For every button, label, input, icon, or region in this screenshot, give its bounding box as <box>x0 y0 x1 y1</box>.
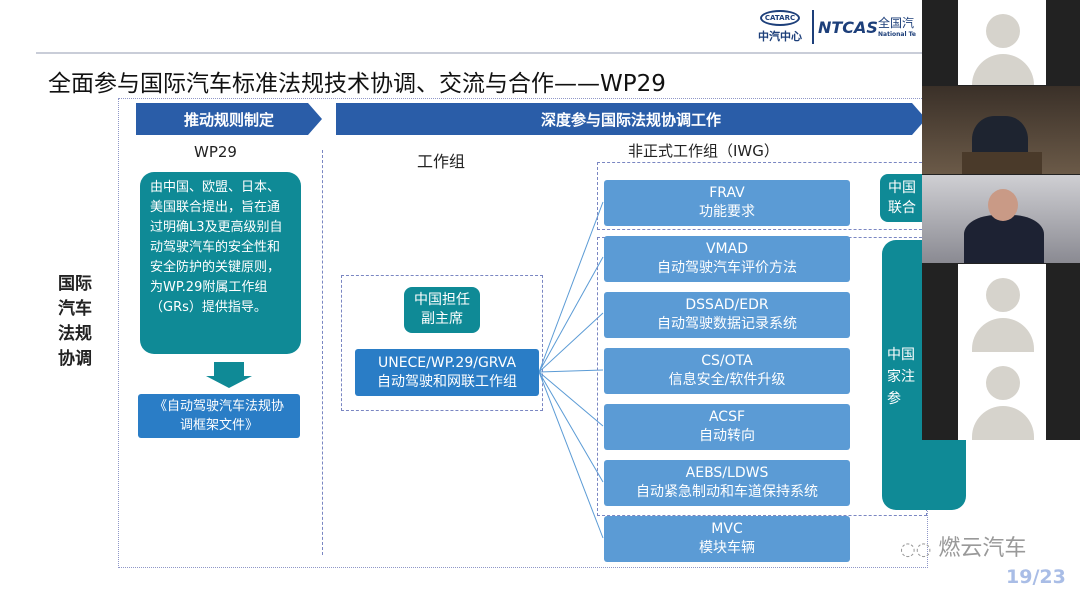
avatar-body <box>972 54 1034 85</box>
left-header: 推动规则制定 <box>136 103 322 135</box>
video-participants-panel[interactable] <box>922 0 1080 440</box>
avatar-body <box>972 318 1034 352</box>
presenter-video[interactable] <box>922 86 1080 174</box>
participant-tile[interactable] <box>922 264 1080 352</box>
participant-tile[interactable] <box>922 352 1080 440</box>
podium <box>962 152 1042 174</box>
avatar-icon <box>986 14 1020 48</box>
participant-face <box>988 189 1018 221</box>
wp29-label: WP29 <box>194 143 237 161</box>
right-header: 深度参与国际法规协调工作 <box>336 103 926 135</box>
header-rule <box>36 52 936 54</box>
participant-tile[interactable] <box>922 0 1080 85</box>
avatar-icon <box>986 366 1020 400</box>
avatar-bg <box>958 0 1046 85</box>
page-number: 19/23 <box>1006 566 1066 588</box>
ntcas-logo: NTCAS <box>818 18 878 37</box>
side-label: 国际汽车法规协调 <box>58 274 92 369</box>
working-group-frame <box>341 275 543 411</box>
wechat-watermark: ◌◌ 燃云汽车 <box>900 536 1027 561</box>
down-arrow-head <box>206 376 252 388</box>
divider <box>812 10 814 44</box>
slide-title: 全面参与国际汽车标准法规技术协调、交流与合作——WP29 <box>48 71 666 97</box>
vice-chair-badge: 中国担任 副主席 <box>404 287 480 333</box>
iwg-label: 非正式工作组（IWG） <box>628 142 779 160</box>
framework-doc: 《自动驾驶汽车法规协调框架文件》 <box>138 394 300 438</box>
participant-figure <box>964 215 1044 263</box>
participant-video[interactable] <box>922 175 1080 263</box>
working-group-label: 工作组 <box>417 152 466 171</box>
down-arrow-icon <box>214 362 244 376</box>
avatar-body <box>972 406 1034 440</box>
connector-lines <box>539 201 604 539</box>
wp29-description: 由中国、欧盟、日本、美国联合提出，旨在通过明确L3及更高级别自动驾驶汽车的安全性… <box>140 172 301 354</box>
avatar-bg <box>958 264 1046 352</box>
column-divider <box>322 150 323 555</box>
avatar-icon <box>986 278 1020 312</box>
avatar-bg <box>958 352 1046 440</box>
wechat-icon: ◌◌ <box>900 539 932 560</box>
